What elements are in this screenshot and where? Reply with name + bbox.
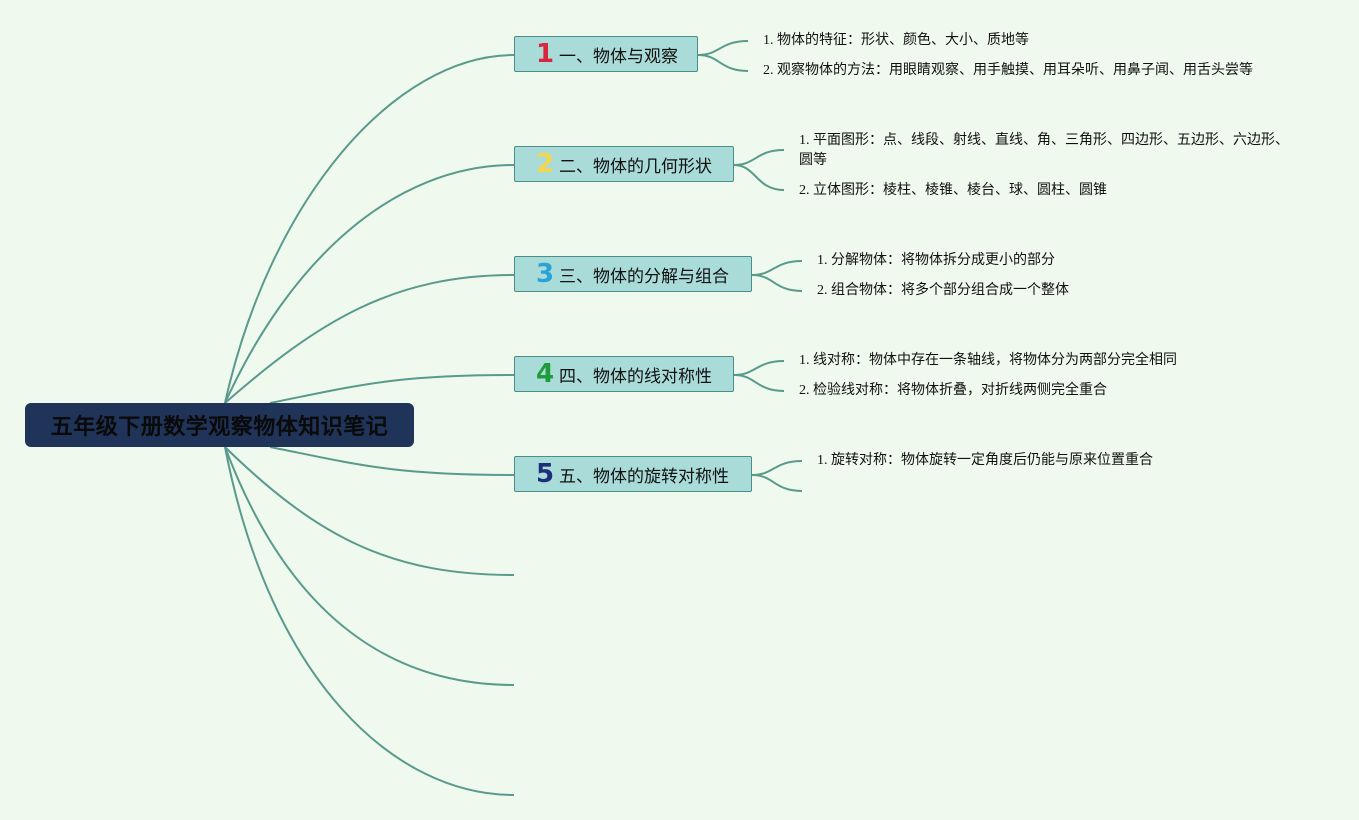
topic-1[interactable]: 1 一、物体与观察	[514, 36, 698, 72]
root-branch-4	[269, 374, 515, 404]
subtopic-4-1[interactable]: 1. 线对称：物体中存在一条轴线，将物体分为两部分完全相同	[799, 353, 1177, 368]
topic-number-2: 2	[535, 149, 555, 179]
subtopic-1-1[interactable]: 1. 物体的特征：形状、颜色、大小、质地等	[763, 33, 1029, 48]
sub-branch-1-1	[697, 40, 749, 56]
sub-branch-4-2	[733, 374, 785, 392]
root-branch-8	[224, 446, 515, 796]
subtopic-4-2[interactable]: 2. 检验线对称：将物体折叠，对折线两侧完全重合	[799, 383, 1107, 398]
root-branch-2	[224, 164, 515, 404]
root-branch-3	[224, 274, 515, 404]
root-branch-5	[269, 446, 515, 476]
subtopic-5-1[interactable]: 1. 旋转对称：物体旋转一定角度后仍能与原来位置重合	[817, 453, 1153, 468]
topic-2[interactable]: 2 二、物体的几何形状	[514, 146, 734, 182]
topic-number-5: 5	[535, 459, 555, 489]
topic-number-4: 4	[535, 359, 555, 389]
sub-branch-4-1	[733, 360, 785, 376]
root-title: 五年级下册数学观察物体知识笔记	[50, 415, 389, 440]
root-branch-1	[224, 54, 515, 404]
subtopic-3-2[interactable]: 2. 组合物体：将多个部分组合成一个整体	[817, 283, 1069, 298]
topic-number-1: 1	[535, 39, 555, 69]
topic-label: 三、物体的分解与组合	[559, 266, 729, 287]
topic-label: 四、物体的线对称性	[559, 366, 712, 387]
topic-3[interactable]: 3 三、物体的分解与组合	[514, 256, 752, 292]
topic-4[interactable]: 4 四、物体的线对称性	[514, 356, 734, 392]
topic-label: 二、物体的几何形状	[559, 156, 712, 177]
topic-5[interactable]: 5 五、物体的旋转对称性	[514, 456, 752, 492]
root-branch-6	[224, 446, 515, 576]
subtopic-2-2[interactable]: 2. 立体图形：棱柱、棱锥、棱台、球、圆柱、圆锥	[799, 183, 1107, 198]
subtopic-3-1[interactable]: 1. 分解物体：将物体拆分成更小的部分	[817, 253, 1055, 268]
sub-branch-2-1	[733, 149, 785, 166]
sub-branch-1-2	[697, 54, 749, 72]
root-node[interactable]: 五年级下册数学观察物体知识笔记	[25, 403, 414, 447]
sub-branch-2-2	[733, 164, 785, 191]
root-branch-7	[224, 446, 515, 686]
subtopic-1-2[interactable]: 2. 观察物体的方法：用眼睛观察、用手触摸、用耳朵听、用鼻子闻、用舌头尝等	[763, 63, 1253, 78]
subtopic-2-1[interactable]: 1. 平面图形：点、线段、射线、直线、角、三角形、四边形、五边形、六边形、圆等	[799, 133, 1289, 168]
sub-branch-5-1	[751, 460, 803, 476]
topic-label: 一、物体与观察	[559, 46, 678, 67]
sub-branch-5-2	[751, 474, 803, 492]
sub-branch-3-2	[751, 274, 803, 292]
topic-number-3: 3	[535, 259, 555, 289]
sub-branch-3-1	[751, 260, 803, 276]
topic-label: 五、物体的旋转对称性	[559, 466, 729, 487]
